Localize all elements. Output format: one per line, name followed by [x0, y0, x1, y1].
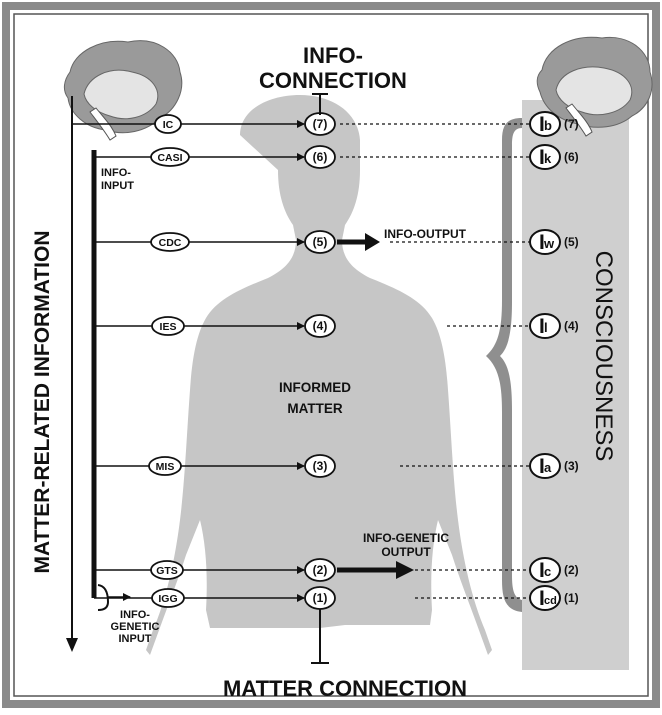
- consciousness-brace: [486, 118, 522, 612]
- consciousness-symbol-igg: [529, 585, 561, 611]
- level-circle-mis: [304, 454, 336, 478]
- info-input-label-line1: INFO-: [101, 167, 131, 179]
- consciousness-symbol-mis: [529, 453, 561, 479]
- info-output-arrowhead: [365, 233, 380, 251]
- human-silhouette: [146, 95, 492, 655]
- consciousness-symbol-sub-ies: l: [544, 320, 548, 335]
- level-number-gts: (2): [313, 563, 328, 577]
- consciousness-symbol-letter-cdc: I: [539, 231, 545, 254]
- consciousness-level-mis: (3): [564, 459, 579, 473]
- level-circle-cdc: [304, 230, 336, 254]
- info-genetic-output-label-line2: OUTPUT: [381, 545, 431, 559]
- consciousness-symbol-casi: [529, 144, 561, 170]
- system-abbr-gts: GTS: [156, 565, 178, 577]
- consciousness-symbol-letter-ic: I: [539, 113, 545, 136]
- consciousness-symbol-letter-gts: I: [539, 559, 545, 582]
- matter-related-information-label: MATTER-RELATED INFORMATION: [31, 231, 54, 574]
- system-abbr-casi: CASI: [157, 152, 182, 164]
- info-output-label: INFO-OUTPUT: [384, 227, 467, 241]
- consciousness-symbol-ic: [529, 111, 561, 137]
- level-number-ic: (7): [313, 117, 328, 131]
- system-abbr-cdc: CDC: [159, 237, 182, 249]
- consciousness-level-gts: (2): [564, 563, 579, 577]
- left-brain-icon: [63, 40, 183, 141]
- level-number-mis: (3): [313, 459, 328, 473]
- level-circle-casi: [304, 145, 336, 169]
- info-genetic-input-label-line2: GENETIC: [111, 621, 160, 633]
- info-genetic-input-curve: [97, 584, 110, 611]
- info-genetic-input-label-line1: INFO-: [120, 609, 150, 621]
- consciousness-level-cdc: (5): [564, 235, 579, 249]
- info-genetic-input-label-line3: INPUT: [119, 633, 152, 645]
- consciousness-symbol-letter-igg: I: [539, 587, 545, 610]
- level-circle-ies: [304, 314, 336, 338]
- consciousness-symbol-sub-mis: a: [544, 460, 552, 475]
- informed-matter-label-line1: INFORMED: [279, 380, 351, 395]
- consciousness-symbol-gts: [529, 557, 561, 583]
- info-input-label-line2: INPUT: [101, 180, 134, 192]
- system-abbr-ic: IC: [163, 119, 174, 131]
- info-genetic-output-arrowhead: [396, 561, 414, 579]
- consciousness-symbol-sub-igg: cd: [544, 595, 557, 607]
- consciousness-symbol-letter-mis: I: [539, 455, 545, 478]
- consciousness-symbol-sub-gts: c: [544, 564, 551, 579]
- consciousness-symbol-letter-casi: I: [539, 146, 545, 169]
- consciousness-level-ies: (4): [564, 319, 579, 333]
- level-number-cdc: (5): [313, 235, 328, 249]
- left-axis-arrowhead: [66, 638, 78, 652]
- matter-connection-label: MATTER CONNECTION: [223, 676, 467, 701]
- system-abbr-ies: IES: [160, 321, 177, 333]
- consciousness-level-casi: (6): [564, 150, 579, 164]
- consciousness-symbol-sub-ic: b: [544, 118, 552, 133]
- consciousness-symbol-letter-ies: I: [539, 315, 545, 338]
- consciousness-symbol-sub-casi: k: [544, 151, 552, 166]
- consciousness-symbol-ies: [529, 313, 561, 339]
- level-number-ies: (4): [313, 319, 328, 333]
- consciousness-symbol-cdc: [529, 229, 561, 255]
- consciousness-level-igg: (1): [564, 591, 579, 605]
- consciousness-symbol-sub-cdc: w: [543, 236, 555, 251]
- system-abbr-mis: MIS: [156, 461, 175, 473]
- informed-matter-label-line2: MATTER: [287, 401, 342, 416]
- right-brain-icon: [536, 36, 653, 137]
- info-connection-label-line1: INFO-: [303, 43, 363, 68]
- level-number-igg: (1): [313, 591, 328, 605]
- level-number-casi: (6): [313, 150, 328, 164]
- consciousness-level-ic: (7): [564, 117, 579, 131]
- consciousness-label: CONSCIOUSNESS: [590, 251, 617, 462]
- info-genetic-output-label-line1: INFO-GENETIC: [363, 531, 449, 545]
- info-connection-label-line2: CONNECTION: [259, 68, 407, 93]
- system-abbr-igg: IGG: [158, 593, 177, 605]
- level-circle-gts: [304, 558, 336, 582]
